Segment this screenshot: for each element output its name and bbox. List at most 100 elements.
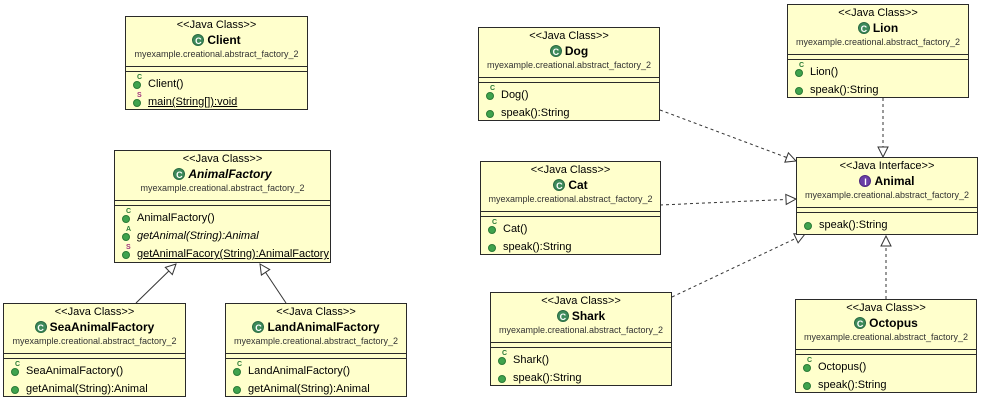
stereotype-label: <<Java Class>>: [182, 153, 263, 165]
operation[interactable]: speak():String: [487, 238, 660, 256]
public-method-icon: [803, 219, 815, 231]
attributes-compartment: [4, 354, 185, 359]
package-name: myexample.creational.abstract_factory_2: [486, 60, 652, 70]
attributes-compartment: [481, 212, 660, 217]
public-method-icon: [232, 383, 244, 395]
operation[interactable]: getAnimal(String):Animal: [232, 380, 406, 398]
constructor-icon: C: [794, 62, 806, 78]
attributes-compartment: [797, 208, 977, 213]
constructor-icon: C: [132, 74, 144, 90]
public-method-icon: [794, 84, 806, 96]
stereotype-label: <<Java Class>>: [838, 7, 918, 19]
attributes-compartment: [491, 343, 671, 348]
class-icon: C: [549, 45, 562, 57]
edge-cat-implements-animal: [659, 199, 796, 206]
stereotype-label: <<Java Class>>: [276, 306, 356, 318]
stereotype-label: <<Java Class>>: [846, 302, 926, 314]
operation[interactable]: speak():String: [497, 369, 671, 387]
class-icon: C: [556, 310, 569, 322]
package-name: myexample.creational.abstract_factory_2: [498, 325, 664, 335]
attributes-compartment: [115, 201, 330, 206]
package-name: myexample.creational.abstract_factory_2: [140, 183, 305, 193]
class-name: LandAnimalFactory: [267, 320, 380, 334]
stereotype-label: <<Java Class>>: [541, 295, 621, 307]
public-method-icon: [485, 107, 497, 119]
operation[interactable]: speak():String: [485, 104, 659, 122]
stereotype-label: <<Java Class>>: [529, 30, 609, 42]
edge-dog-implements-animal: [659, 109, 796, 161]
edge-land-factory-extends-animal-factory: [260, 264, 287, 304]
public-method-icon: [802, 379, 814, 391]
public-method-icon: [487, 241, 499, 253]
class-name: SeaAnimalFactory: [49, 320, 155, 334]
abstract-class-icon: C: [173, 168, 186, 180]
class-icon: C: [34, 321, 47, 333]
package-name: myexample.creational.abstract_factory_2: [233, 336, 399, 346]
public-method-icon: [10, 383, 22, 395]
interface-name: Animal: [874, 174, 915, 188]
operation[interactable]: speak():String: [794, 81, 968, 99]
operations-compartment: speak():String: [797, 213, 977, 234]
constructor-icon: C: [802, 357, 814, 373]
class-box-client[interactable]: <<Java Class>> C Client myexample.creatio…: [125, 16, 308, 110]
interface-icon: I: [859, 175, 872, 187]
operation[interactable]: speak():String: [803, 216, 977, 234]
stereotype-label: <<Java Class>>: [176, 19, 257, 31]
public-method-icon: [497, 372, 509, 384]
package-name: myexample.creational.abstract_factory_2: [134, 49, 299, 59]
constructor-icon: C: [10, 361, 22, 377]
static-method-icon: S: [132, 92, 144, 108]
stereotype-label: <<Java Class>>: [54, 306, 135, 318]
class-icon: C: [252, 321, 265, 333]
attributes-compartment: [479, 78, 659, 83]
abstract-method-icon: A: [121, 226, 133, 242]
package-name: myexample.creational.abstract_factory_2: [488, 194, 653, 204]
constructor-icon: C: [497, 350, 509, 366]
operation[interactable]: speak():String: [802, 376, 976, 394]
operation[interactable]: getAnimal(String):Animal: [10, 380, 185, 398]
attributes-compartment: [226, 354, 406, 359]
package-name: myexample.creational.abstract_factory_2: [804, 190, 970, 200]
class-name: Client: [207, 33, 241, 47]
class-icon: C: [854, 317, 867, 329]
